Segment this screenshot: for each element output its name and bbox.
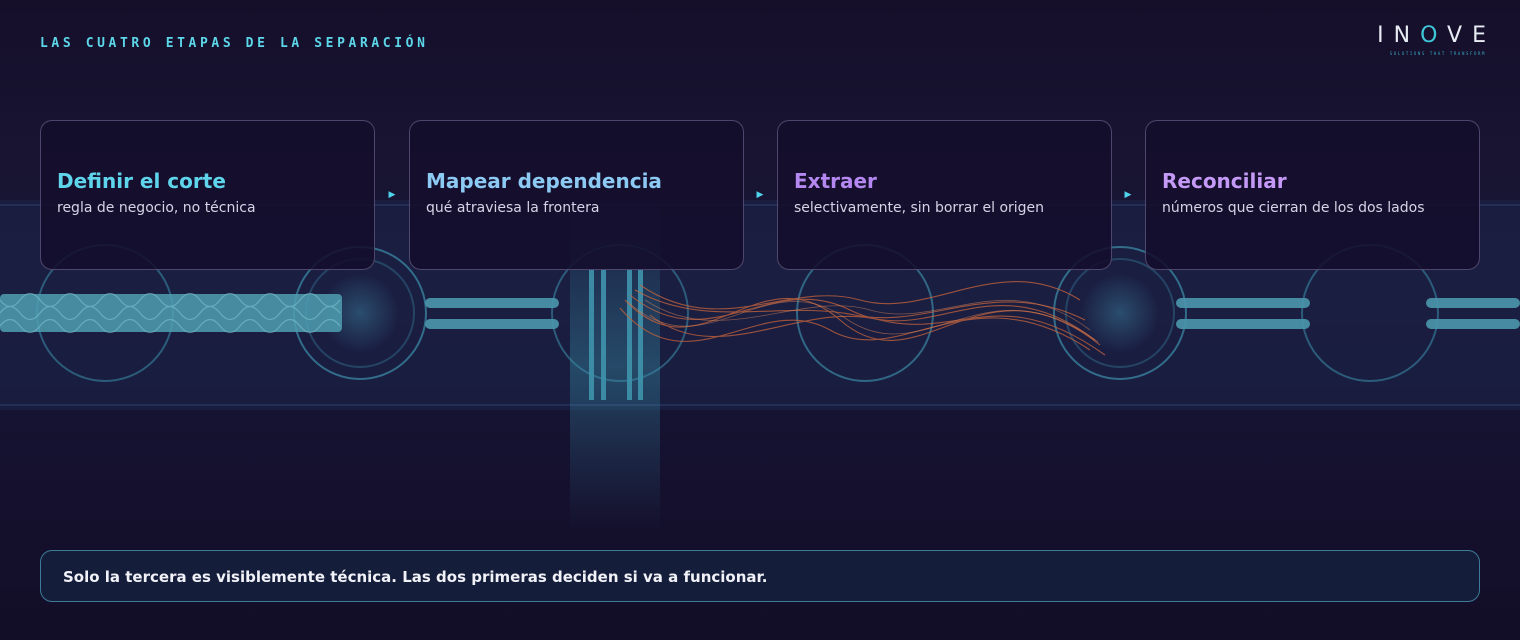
stage-subtitle: regla de negocio, no técnica [57, 200, 256, 216]
callout-text: Solo la tercera es visiblemente técnica.… [63, 568, 768, 586]
stage-subtitle: números que cierran de los dos lados [1162, 200, 1425, 216]
stages-row: Definir el corte regla de negocio, no té… [40, 120, 1480, 270]
stage-card-extraer: Extraer selectivamente, sin borrar el or… [777, 120, 1112, 270]
triangle-right-icon: ▶ [756, 189, 764, 199]
stage-subtitle: selectivamente, sin borrar el origen [794, 200, 1045, 216]
inove-logo: INOVE SOLUTIONS THAT TRANSFORM [1372, 24, 1486, 58]
stage-title: Definir el corte [57, 169, 226, 193]
triangle-right-icon: ▶ [388, 189, 396, 199]
callout-note: Solo la tercera es visiblemente técnica.… [40, 550, 1480, 602]
section-eyebrow: LAS CUATRO ETAPAS DE LA SEPARACIÓN [40, 36, 429, 51]
stage-card-mapear: Mapear dependencia qué atraviesa la fron… [409, 120, 744, 270]
stage-card-definir: Definir el corte regla de negocio, no té… [40, 120, 375, 270]
stage-title: Extraer [794, 169, 877, 193]
stage-card-reconciliar: Reconciliar números que cierran de los d… [1145, 120, 1480, 270]
logo-wordmark: INOVE [1377, 23, 1496, 48]
stage-subtitle: qué atraviesa la frontera [426, 200, 600, 216]
logo-tagline: SOLUTIONS THAT TRANSFORM [1389, 51, 1486, 56]
triangle-right-icon: ▶ [1124, 189, 1132, 199]
stage-title: Mapear dependencia [426, 169, 662, 193]
stage-title: Reconciliar [1162, 169, 1287, 193]
